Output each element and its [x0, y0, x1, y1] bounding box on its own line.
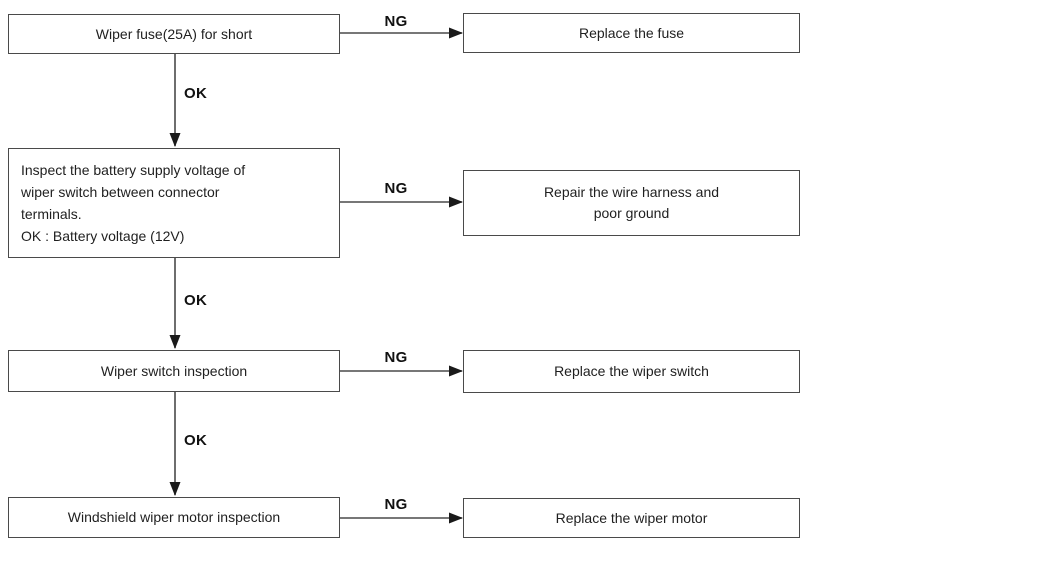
action-box-repair-harness: Repair the wire harness and poor ground — [463, 170, 800, 236]
ok-label-1: OK — [184, 85, 208, 102]
ng-label-4: NG — [384, 496, 408, 513]
check-box-text-line: OK : Battery voltage (12V) — [21, 228, 185, 244]
action-box-text: Replace the wiper switch — [554, 363, 709, 379]
ng-label-3: NG — [384, 349, 408, 366]
check-box-wiper-motor: Windshield wiper motor inspection — [8, 497, 340, 538]
action-box-replace-wiper-motor: Replace the wiper motor — [463, 498, 800, 538]
check-box-text: Wiper switch inspection — [100, 362, 248, 379]
check-box-wiper-fuse: Wiper fuse(25A) for short — [8, 14, 340, 54]
action-box-text: Replace the wiper motor — [555, 509, 708, 526]
ok-label-2: OK — [184, 292, 208, 309]
action-box-text: Replace the fuse — [578, 24, 685, 41]
ok-label-3: OK — [184, 432, 208, 449]
check-box-wiper-switch: Wiper switch inspection — [8, 350, 340, 392]
ng-label-1: NG — [384, 13, 408, 30]
ng-label-2: NG — [384, 180, 408, 197]
action-box-replace-fuse: Replace the fuse — [463, 13, 800, 53]
check-box-text-line: Inspect the battery supply voltage of — [21, 162, 246, 178]
check-box-text: Windshield wiper motor inspection — [67, 509, 281, 525]
check-box-battery-voltage: Inspect the battery supply voltage of wi… — [8, 148, 340, 258]
check-box-text: Wiper fuse(25A) for short — [95, 25, 253, 42]
action-box-replace-wiper-switch: Replace the wiper switch — [463, 350, 800, 393]
action-box-text-line: poor ground — [593, 205, 670, 221]
check-box-text-line: wiper switch between connector — [21, 184, 220, 200]
action-box-text-line: Repair the wire harness and — [543, 184, 720, 200]
check-box-text-line: terminals. — [21, 206, 82, 222]
